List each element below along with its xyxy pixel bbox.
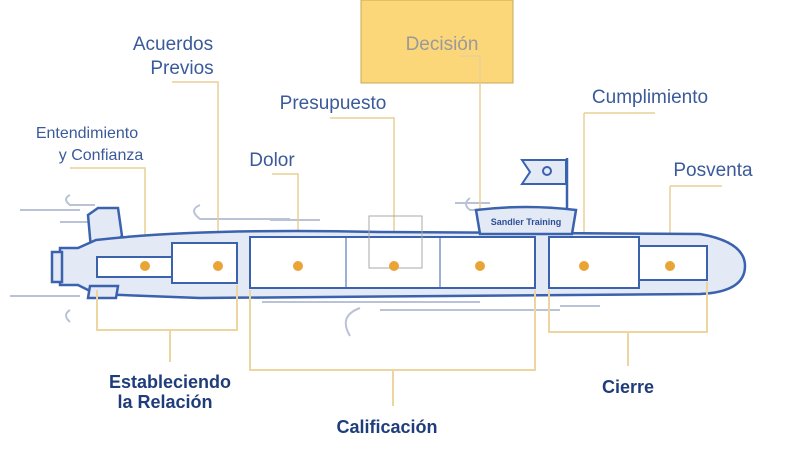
conning-tower <box>474 205 578 236</box>
water-current-lines <box>10 194 600 337</box>
compartment-entendimiento <box>96 256 173 278</box>
decision-highlight <box>360 0 514 84</box>
group-calificacion: Calificación <box>336 417 437 437</box>
stage-dots <box>140 261 675 271</box>
tower-label: Sandler Training <box>491 217 562 227</box>
label-entendimiento: Entendimiento <box>36 125 138 142</box>
dot-decision <box>475 261 485 271</box>
label-presupuesto: Presupuesto <box>280 93 387 114</box>
submarine: Sandler Training <box>50 158 747 300</box>
group-brackets <box>96 282 708 406</box>
group-relacion-line2: la Relación <box>117 392 212 412</box>
dot-entendimiento <box>140 261 150 271</box>
group-cierre: Cierre <box>602 377 654 397</box>
label-dolor: Dolor <box>249 150 295 171</box>
dot-presupuesto <box>389 261 399 271</box>
dot-dolor <box>293 261 303 271</box>
label-confianza: y Confianza <box>59 147 144 164</box>
label-previos: Previos <box>150 58 213 79</box>
compartment-acuerdos <box>171 242 238 284</box>
label-acuerdos: Acuerdos <box>133 34 213 55</box>
label-posventa: Posventa <box>673 160 753 181</box>
compartment-cumplimiento <box>548 236 640 289</box>
group-relacion-line1: Estableciendo <box>109 372 231 392</box>
label-decision: Decisión <box>406 34 479 55</box>
dot-posventa <box>665 261 675 271</box>
label-cumplimiento: Cumplimiento <box>592 87 708 108</box>
dot-cumplimiento <box>579 261 589 271</box>
sandler-logo-icon <box>542 166 552 176</box>
dot-acuerdos <box>213 261 223 271</box>
